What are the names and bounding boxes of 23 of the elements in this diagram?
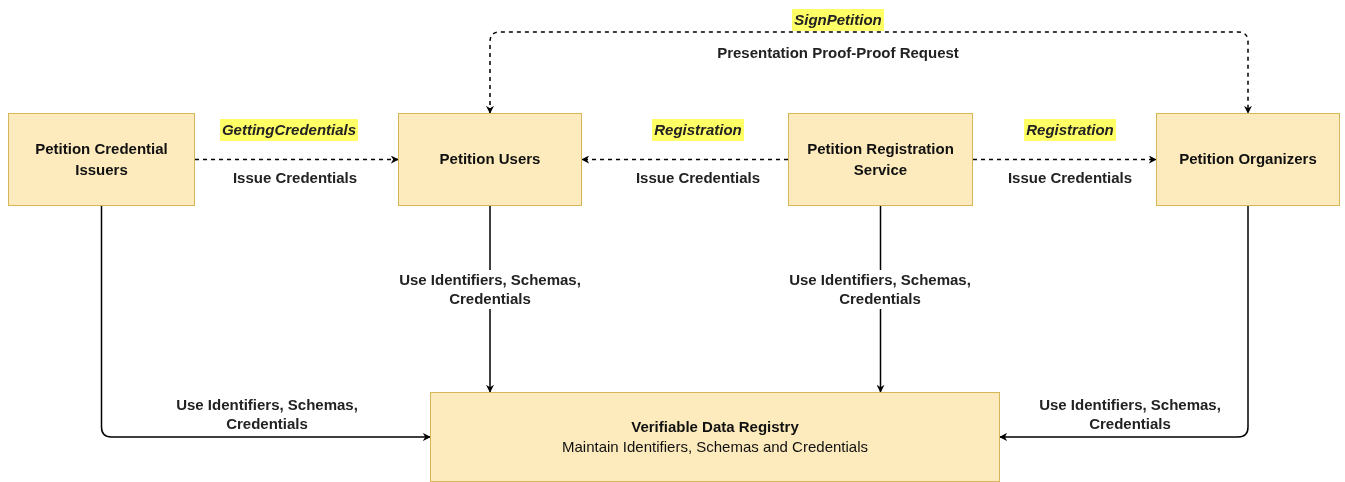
process-box [430,392,1000,482]
edge-label: Use Identifiers, Schemas, Credentials [787,269,973,309]
arrow [581,155,789,164]
arrow [486,31,1252,114]
process-box [398,113,582,206]
box-title: Verifiable Data Registry [631,416,799,437]
process-box [8,113,195,206]
process-box [788,113,973,206]
step-label: SignPetition [792,8,884,32]
edge-label: Use Identifiers, Schemas, Credentials [397,269,583,309]
box-description: Maintain Identifiers, Schemas and Credentials [562,437,868,457]
step-label: GettingCredentials [219,118,359,142]
box-title: Petition Organizers [1179,149,1317,170]
arrow [194,155,399,164]
step-label: Registration [1024,118,1116,142]
process-box [1156,113,1340,206]
arrow [100,205,431,441]
box-title: Petition Credential Issuers [34,139,169,180]
box-title: Petition Users [439,149,541,170]
step-label: Registration [652,118,744,142]
arrow [999,205,1249,441]
box-title: Petition Registration Service [806,139,955,180]
arrow [972,155,1157,164]
